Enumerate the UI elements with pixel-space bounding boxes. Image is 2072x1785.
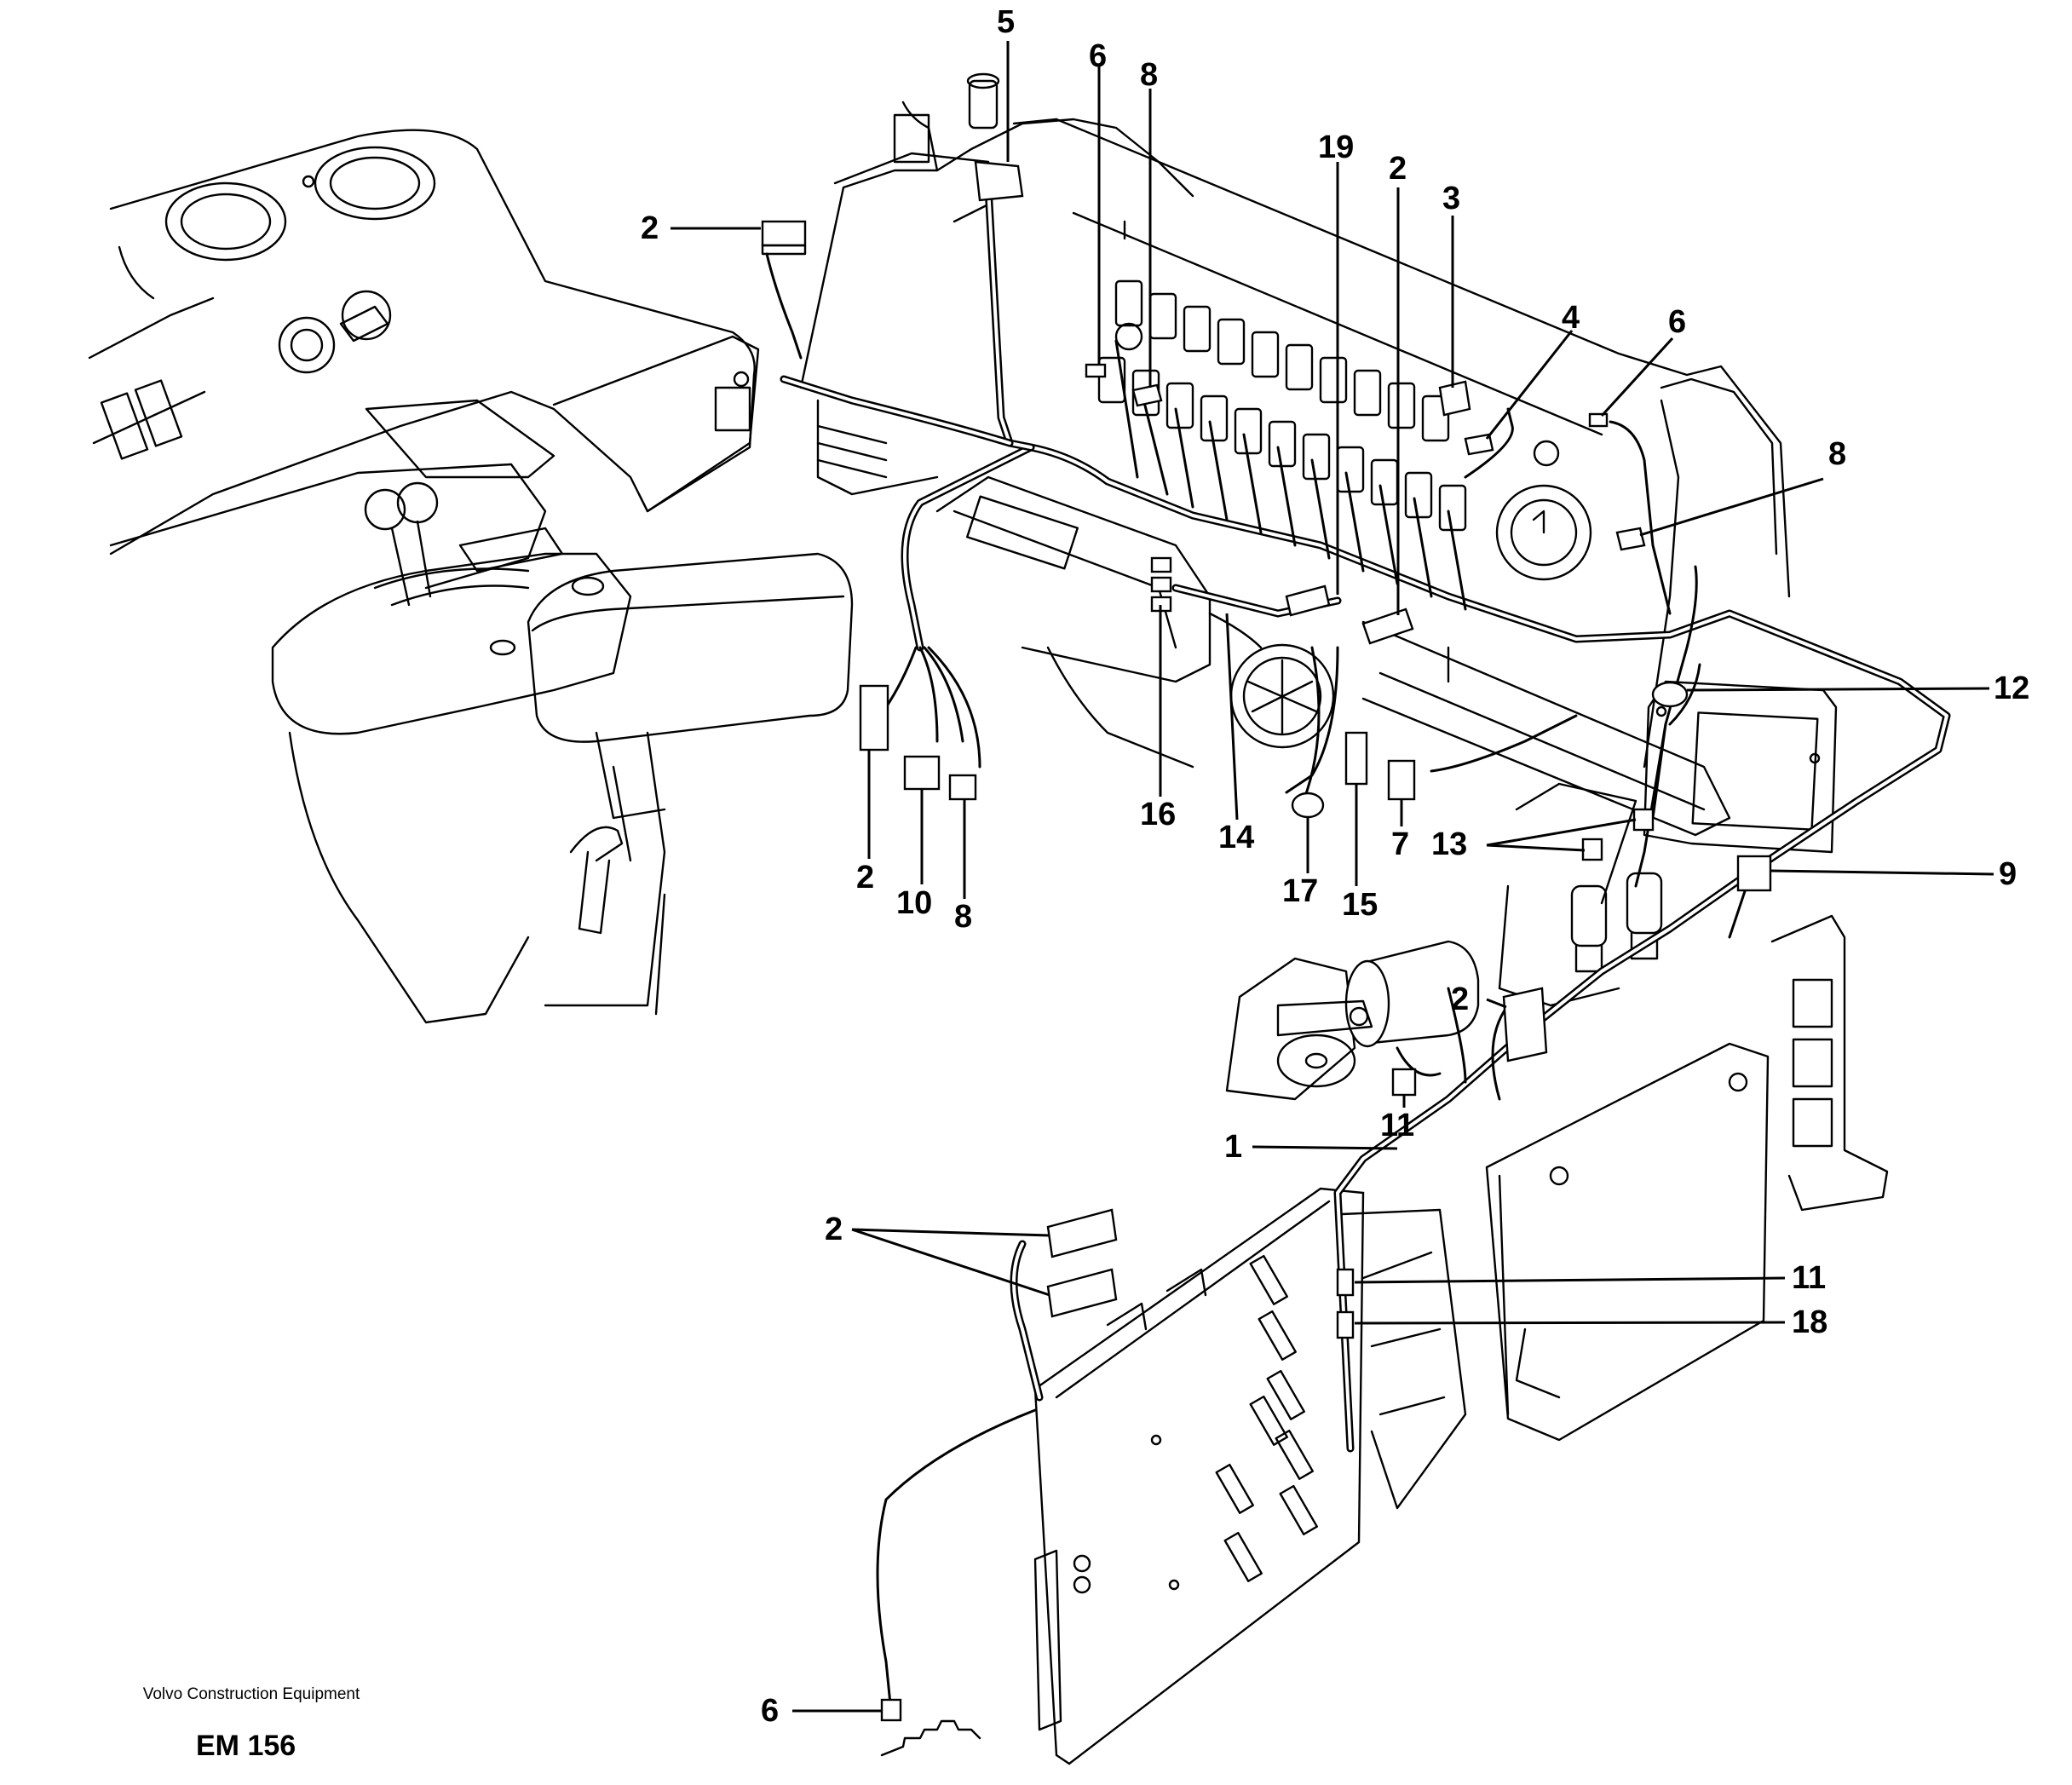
callout-5: 5: [997, 4, 1015, 40]
connector-8-left: [948, 774, 977, 801]
connector-6-right: [1588, 412, 1609, 428]
callout-2: 2: [856, 860, 874, 895]
connector-2-dsub-upper: [1046, 1208, 1118, 1258]
callout-11: 11: [1380, 1108, 1414, 1143]
callout-18: 18: [1792, 1304, 1827, 1340]
connector-3: [1438, 380, 1471, 417]
leader-lines: [671, 41, 1994, 1713]
connector-19: [1285, 584, 1331, 617]
callout-9: 9: [1999, 856, 2017, 892]
callout-19: 19: [1318, 130, 1354, 165]
connector-11-board: [1336, 1268, 1355, 1297]
connector-2-motor: [1502, 987, 1548, 1062]
figure-code: EM 156: [196, 1730, 296, 1762]
callout-7: 7: [1391, 826, 1409, 862]
callout-2: 2: [1389, 151, 1407, 187]
callout-16: 16: [1140, 797, 1176, 832]
callout-3: 3: [1442, 181, 1460, 216]
connector-2-left: [859, 684, 889, 751]
connector-16: [1150, 556, 1172, 573]
connector-6-upper: [1085, 363, 1107, 378]
connector-8-right: [1615, 527, 1646, 551]
connector-4: [1464, 433, 1494, 456]
connector-18: [1336, 1310, 1355, 1339]
connector-8-upper: [1131, 383, 1163, 407]
callout-2: 2: [1451, 982, 1469, 1017]
callout-4: 4: [1562, 300, 1580, 336]
callout-6: 6: [761, 1693, 779, 1729]
connector-10: [903, 755, 941, 791]
connector-13-left: [1581, 838, 1603, 861]
callout-labels: 5 6 8 19 2 3 4 6 8 2 12 2 10 8 16 14 17 …: [641, 4, 2029, 1729]
connector-5: [974, 160, 1024, 202]
callout-8: 8: [1140, 57, 1158, 93]
connectors: [761, 160, 1772, 1757]
connector-13-right: [1632, 808, 1655, 832]
connector-7: [1387, 759, 1416, 801]
cab-console-illustration: [88, 129, 854, 1024]
company-caption: Volvo Construction Equipment: [142, 1685, 360, 1703]
connector-15: [1344, 731, 1368, 786]
callout-13: 13: [1431, 826, 1467, 862]
callout-12: 12: [1994, 671, 2029, 706]
connector-2-top: [761, 220, 807, 247]
callout-6: 6: [1668, 304, 1686, 340]
callout-2: 2: [641, 210, 659, 246]
main-wiring-harness: [780, 183, 1951, 1706]
instrument-panel-illustration: [799, 72, 1838, 1007]
callout-1: 1: [1224, 1129, 1242, 1165]
connector-17: [1291, 792, 1325, 819]
connector-2-middle: [1361, 607, 1414, 645]
connector-11-motor: [1391, 1068, 1417, 1097]
callout-14: 14: [1218, 820, 1254, 855]
wiper-motor-illustration: [1225, 940, 1480, 1101]
callout-2: 2: [825, 1212, 843, 1247]
callout-11: 11: [1792, 1260, 1826, 1296]
callout-15: 15: [1342, 887, 1378, 923]
callout-6: 6: [1089, 38, 1107, 74]
callout-8: 8: [954, 899, 972, 935]
callout-10: 10: [896, 885, 932, 921]
connector-9: [1736, 855, 1772, 892]
control-board-illustration: [1033, 914, 1889, 1765]
callout-17: 17: [1282, 873, 1318, 909]
grommet-12: [1651, 681, 1689, 708]
callout-8: 8: [1828, 436, 1846, 472]
connector-2-dsub-lower: [1046, 1268, 1118, 1318]
connector-6-bottom: [880, 1698, 902, 1722]
